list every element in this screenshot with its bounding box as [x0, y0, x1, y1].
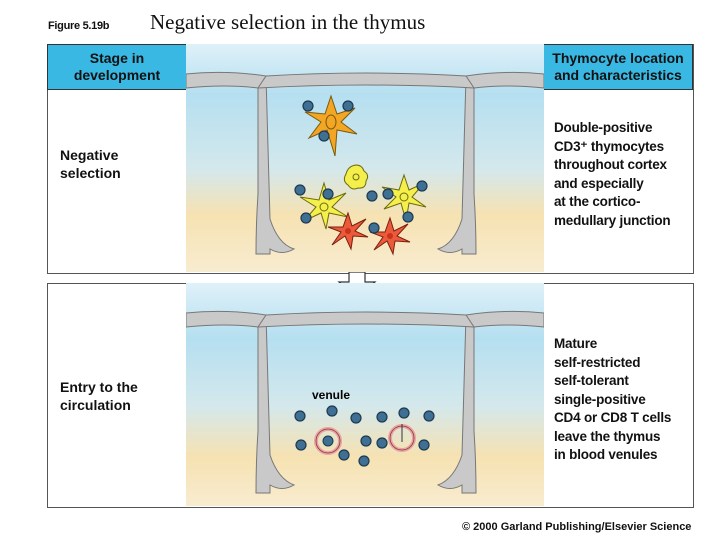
thymocyte — [322, 188, 334, 200]
stroma-top — [257, 72, 475, 89]
stroma-capsule — [186, 310, 296, 494]
stage-negative-selection: Negative selection — [60, 147, 121, 181]
header-stage: Stage in development — [47, 44, 187, 90]
t-cells — [294, 405, 435, 467]
t-cell — [398, 407, 410, 419]
stroma-top — [257, 311, 475, 328]
header-thymocyte-location: Thymocyte location and characteristics — [543, 44, 693, 90]
macrophage — [327, 211, 369, 251]
description-entry-to-circulation: Mature self-restricted self-tolerant sin… — [554, 336, 672, 462]
t-cell — [338, 449, 350, 461]
description-negative-selection: Double-positive CD3⁺ thymocytes througho… — [554, 120, 671, 228]
thymocyte — [382, 188, 394, 200]
macrophage — [369, 216, 411, 256]
thymocyte — [366, 190, 378, 202]
thymus-illustration-negative-selection — [186, 44, 544, 272]
stroma-right — [436, 310, 544, 494]
dendritic-cell — [304, 94, 358, 157]
t-cell — [376, 411, 388, 423]
t-cell — [418, 439, 430, 451]
t-cell — [326, 405, 338, 417]
t-cell — [350, 412, 362, 424]
thymocyte — [416, 180, 428, 192]
copyright-notice: © 2000 Garland Publishing/Elsevier Scien… — [462, 521, 692, 533]
thymocyte — [402, 211, 414, 223]
thymocyte — [342, 100, 354, 112]
stroma-right — [436, 71, 544, 255]
venule — [314, 427, 342, 455]
thymocyte — [294, 184, 306, 196]
stage-entry-to-circulation: Entry to the circulation — [60, 379, 138, 413]
figure-label: Figure 5.19b — [48, 20, 110, 32]
venule-label: venule — [312, 388, 350, 402]
t-cell — [376, 437, 388, 449]
thymocyte — [302, 100, 314, 112]
thymocyte — [300, 212, 312, 224]
thymocyte — [318, 130, 330, 142]
t-cell — [295, 439, 307, 451]
t-cell — [360, 435, 372, 447]
thymus-illustration-circulation: venule — [186, 283, 544, 506]
epithelial-cell — [343, 164, 369, 190]
thymocyte — [368, 222, 380, 234]
t-cell — [294, 410, 306, 422]
thymocytes — [294, 100, 428, 234]
stroma-capsule — [186, 71, 296, 255]
venule — [388, 424, 416, 452]
t-cell — [423, 410, 435, 422]
t-cell — [358, 455, 370, 467]
epithelial-cell — [299, 181, 349, 230]
page-title: Negative selection in the thymus — [150, 10, 426, 34]
